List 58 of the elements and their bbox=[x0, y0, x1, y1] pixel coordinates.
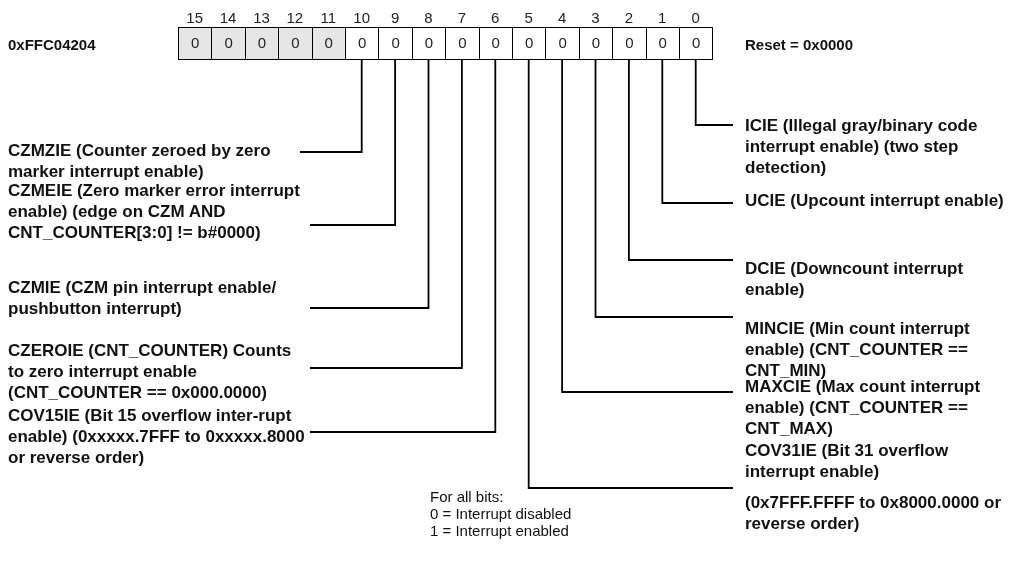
description-text: COV15IE (Bit 15 overflow inter-rupt enable) (0xxxxx.7FFF to 0xxxxx.8000 or reverse order) bbox=[8, 405, 306, 468]
bit-cell: 0 bbox=[345, 27, 380, 60]
description-text: CZMZIE (Counter zeroed by zero marker interrupt enable) bbox=[8, 140, 272, 182]
bit-number: 1 bbox=[657, 9, 668, 26]
bit-number: 7 bbox=[456, 9, 468, 26]
leader-line bbox=[309, 59, 396, 226]
bit-cell: 0 bbox=[311, 27, 346, 60]
bit-cell: 0 bbox=[645, 27, 680, 60]
description-text: ICIE (Illegal gray/binary code interrupt enable) (two step detection) bbox=[745, 115, 979, 178]
leader-line bbox=[661, 59, 734, 204]
bit-cell: 0 bbox=[578, 27, 614, 60]
leader-line bbox=[309, 59, 497, 433]
description-text: CZMIE (CZM pin interrupt enable/ pushbutton interrupt) bbox=[8, 277, 278, 319]
bit-cell: 0 bbox=[211, 27, 246, 60]
description-text: CZMEIE (Zero marker error interrupt enable) (edge on CZM AND CNT_COUNTER[3:0] != b#0000) bbox=[8, 180, 301, 243]
bit-cell: 0 bbox=[612, 27, 647, 60]
description-text: MINCIE (Min count interrupt enable) (CNT_COUNTER == CNT_MIN) bbox=[745, 318, 971, 380]
note-text: 1 = Interrupt enabled bbox=[430, 522, 569, 539]
bit-number: 14 bbox=[218, 9, 238, 26]
bit-number: 6 bbox=[490, 9, 501, 26]
description-text: COV31IE (Bit 31 overflow interrupt enable) bbox=[745, 440, 950, 482]
register-address: 0xFFC04204 bbox=[8, 36, 96, 53]
bit-cell: 0 bbox=[445, 27, 480, 60]
reset-value: Reset = 0x0000 bbox=[745, 36, 853, 53]
leader-line bbox=[527, 59, 734, 489]
description-text: (0x7FFF.FFFF to 0x8000.0000 or reverse order) bbox=[745, 492, 1003, 534]
bit-number: 11 bbox=[319, 9, 338, 26]
leader-line bbox=[561, 59, 734, 393]
bit-cell: 0 bbox=[478, 27, 513, 60]
bit-number: 2 bbox=[623, 9, 635, 26]
bit-number: 15 bbox=[185, 9, 205, 26]
bit-number: 9 bbox=[389, 9, 401, 26]
leader-line bbox=[694, 59, 734, 126]
bit-number: 3 bbox=[590, 9, 601, 26]
bit-cell: 0 bbox=[178, 27, 213, 60]
description-text: UCIE (Upcount interrupt enable) bbox=[745, 190, 1005, 211]
bit-cell: 0 bbox=[378, 27, 413, 60]
note-text: 0 = Interrupt disabled bbox=[430, 505, 572, 522]
bit-cell: 0 bbox=[512, 27, 547, 60]
bit-cell: 0 bbox=[545, 27, 580, 60]
bit-cell: 0 bbox=[411, 27, 447, 60]
leader-line bbox=[594, 59, 734, 318]
bit-cell: 0 bbox=[278, 27, 313, 60]
bit-number: 8 bbox=[423, 9, 434, 26]
bit-number: 12 bbox=[285, 9, 305, 26]
bit-number: 4 bbox=[556, 9, 568, 26]
description-text: CZEROIE (CNT_COUNTER) Counts to zero interrupt enable (CNT_COUNTER == 0x000.0000) bbox=[8, 340, 293, 403]
bit-number: 5 bbox=[523, 9, 534, 26]
leader-line bbox=[299, 59, 363, 153]
description-text: DCIE (Downcount interrupt enable) bbox=[745, 258, 965, 300]
note-text: For all bits: bbox=[430, 488, 504, 505]
leader-line bbox=[309, 59, 463, 369]
bit-cell: 0 bbox=[679, 27, 714, 60]
leader-line bbox=[628, 59, 734, 261]
bit-number: 10 bbox=[352, 9, 372, 26]
bit-number: 13 bbox=[252, 9, 271, 26]
leader-line bbox=[309, 59, 430, 309]
bit-number: 0 bbox=[690, 9, 701, 26]
